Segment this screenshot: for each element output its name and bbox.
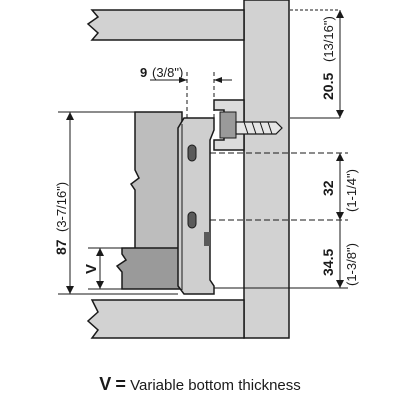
legend-caption: V = Variable bottom thickness <box>0 374 400 395</box>
cabinet-bottom-panel <box>86 299 245 339</box>
hole-spacing-imperial-label: (1-1/4") <box>344 169 359 212</box>
mounting-screw <box>235 121 283 135</box>
drawer-bottom <box>115 247 181 290</box>
legend-text: Variable bottom thickness <box>130 377 301 394</box>
legend-equals: = <box>115 374 126 394</box>
cabinet-top-panel <box>86 9 245 41</box>
variable-v-label: V <box>83 264 100 274</box>
cabinet-side-panel <box>243 0 290 339</box>
runner-tab <box>204 232 210 246</box>
bracket-block <box>219 111 237 139</box>
runner-profile <box>177 117 215 295</box>
offset-top-metric-label: 20.5 <box>320 73 336 100</box>
legend-symbol: V <box>99 374 112 394</box>
bottom-offset-imperial-label: (1-3/8") <box>344 243 359 286</box>
setback-imperial-label: (3/8") <box>152 65 183 80</box>
offset-top-imperial-label: (13/16") <box>321 16 336 62</box>
drawer-side-wall <box>129 111 183 259</box>
overall-height-metric-label: 87 <box>53 239 69 255</box>
hole-spacing-metric-label: 32 <box>320 180 336 196</box>
dimension-arrows <box>66 10 344 294</box>
runner-slot-upper <box>187 144 197 162</box>
bottom-offset-metric-label: 34.5 <box>320 249 336 276</box>
overall-height-imperial-label: (3-7/16") <box>54 182 69 232</box>
runner-slot-lower <box>187 211 197 229</box>
setback-metric-label: 9 <box>140 65 147 80</box>
